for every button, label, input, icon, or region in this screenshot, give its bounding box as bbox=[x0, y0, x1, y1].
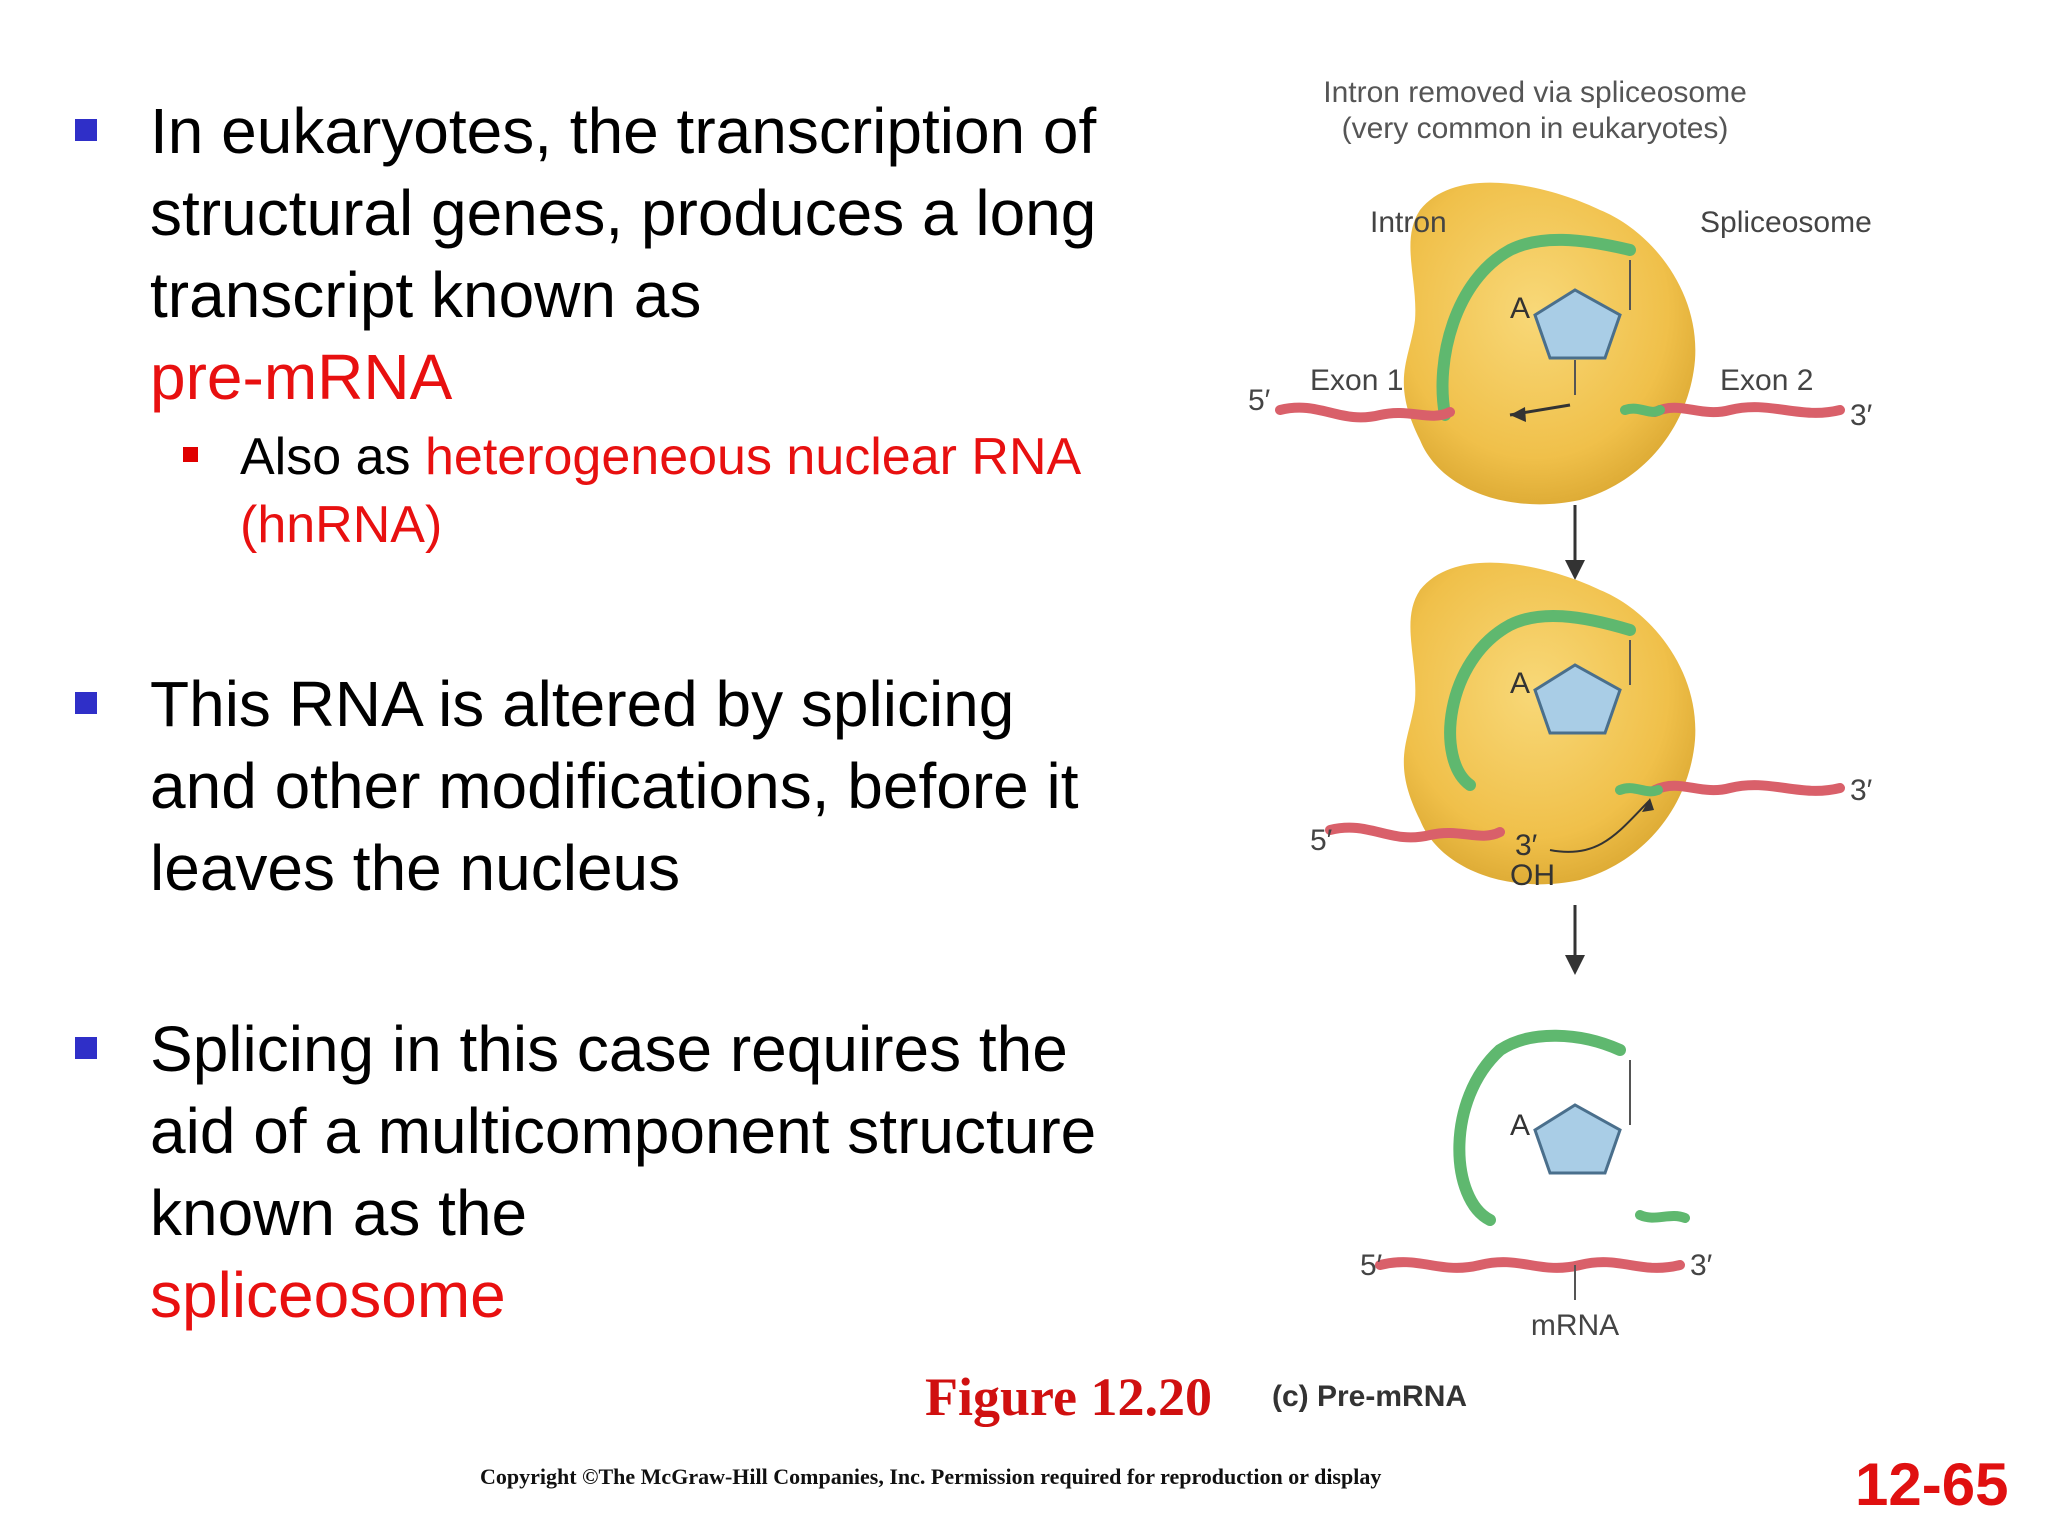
five-prime-label: 5′ bbox=[1310, 824, 1333, 857]
spliceosome-label: Spliceosome bbox=[1700, 206, 1872, 239]
adenine-label: A bbox=[1510, 292, 1530, 325]
mrna-strand bbox=[1375, 1257, 1685, 1273]
intron-tail bbox=[1620, 403, 1665, 417]
sub-bullet-prefix: Also as bbox=[240, 428, 425, 486]
exon1-strand bbox=[1275, 402, 1455, 423]
three-prime-label: 3′ bbox=[1690, 1249, 1713, 1282]
bullet-2-text: This RNA is altered by splicing and othe… bbox=[150, 668, 1079, 904]
bullet-1: In eukaryotes, the transcription of stru… bbox=[75, 90, 1110, 418]
exon2-label: Exon 2 bbox=[1720, 364, 1813, 397]
exon1-label: Exon 1 bbox=[1310, 364, 1403, 397]
three-prime-label: 3′ bbox=[1850, 399, 1873, 432]
bullet-marker bbox=[75, 1037, 97, 1059]
bullet-marker bbox=[75, 119, 97, 141]
exon1-strand bbox=[1325, 822, 1505, 843]
intron-tail bbox=[1615, 783, 1663, 797]
exon2-strand bbox=[1650, 402, 1845, 418]
three-prime-oh-3: 3′ bbox=[1515, 829, 1538, 862]
mrna-label: mRNA bbox=[1531, 1309, 1619, 1342]
slide-number: 12-65 bbox=[1855, 1451, 2009, 1518]
bullet-marker bbox=[75, 692, 97, 714]
sub-bullet: Also as heterogeneous nuclear RNA (hnRNA… bbox=[183, 423, 1100, 559]
adenine-label: A bbox=[1510, 667, 1530, 700]
bullet-2: This RNA is altered by splicing and othe… bbox=[75, 663, 1110, 909]
lariat-intron bbox=[1453, 1029, 1626, 1226]
ribose-ring bbox=[1533, 288, 1622, 360]
bullet-3: Splicing in this case requires the aid o… bbox=[75, 1008, 1110, 1336]
intron-label: Intron bbox=[1370, 206, 1447, 239]
ribose-ring bbox=[1533, 663, 1622, 735]
figure-title-line2: (very common in eukaryotes) bbox=[1342, 112, 1729, 145]
five-prime-label: 5′ bbox=[1248, 384, 1271, 417]
five-prime-label: 5′ bbox=[1360, 1249, 1383, 1282]
step-3: A 5′ 3′ mRNA bbox=[1360, 1029, 1713, 1342]
intron-tail bbox=[1635, 1210, 1690, 1223]
step-1: A Intron Spliceosome Exon 1 Exon 2 5′ 3′ bbox=[1248, 182, 1873, 505]
bullet-1-highlight: pre-mRNA bbox=[150, 341, 453, 413]
bullet-list: In eukaryotes, the transcription of stru… bbox=[75, 90, 1110, 1336]
bullet-1-text: In eukaryotes, the transcription of stru… bbox=[150, 95, 1097, 331]
sub-bullet-marker bbox=[183, 447, 198, 462]
figure-title-line1: Intron removed via spliceosome bbox=[1323, 76, 1747, 109]
step-2: A 5′ 3′ 3′ OH bbox=[1310, 562, 1873, 892]
ribose-ring bbox=[1533, 1103, 1622, 1175]
intron-strand bbox=[1444, 609, 1636, 791]
figure-caption: Figure 12.20 bbox=[925, 1367, 1212, 1427]
three-prime-oh-oh: OH bbox=[1510, 859, 1555, 892]
splicing-figure: Intron removed via spliceosome (very com… bbox=[1248, 76, 1873, 1342]
bullet-3-text: Splicing in this case requires the aid o… bbox=[150, 1013, 1097, 1249]
bullet-3-highlight: spliceosome bbox=[150, 1259, 506, 1331]
panel-label: (c) Pre-mRNA bbox=[1272, 1380, 1468, 1413]
three-prime-label: 3′ bbox=[1850, 774, 1873, 807]
adenine-label: A bbox=[1510, 1109, 1530, 1142]
copyright-notice: Copyright ©The McGraw-Hill Companies, In… bbox=[480, 1464, 1382, 1489]
intron-strand bbox=[1436, 233, 1636, 421]
exon2-strand bbox=[1650, 780, 1845, 796]
sub-bullet-highlight: heterogeneous nuclear RNA (hnRNA) bbox=[240, 428, 1079, 554]
